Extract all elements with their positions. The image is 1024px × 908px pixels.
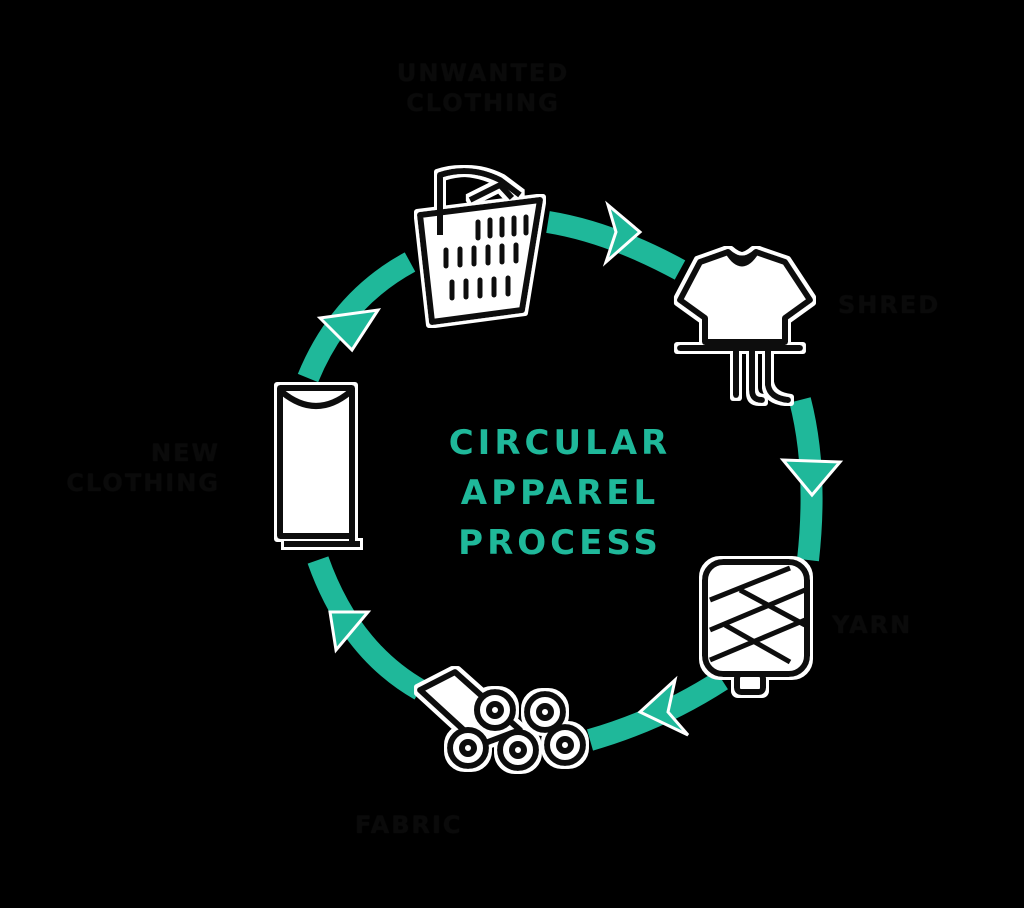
label-shred: SHRED	[838, 290, 940, 320]
arrowhead-3	[637, 675, 690, 737]
label-line: CLOTHING	[66, 469, 220, 497]
label-line: SHRED	[838, 291, 941, 319]
arrowhead-2	[779, 458, 844, 498]
arrow-unwanted-to-shred	[546, 211, 686, 280]
folded-tshirt-icon	[277, 385, 360, 547]
title-line-2: APPAREL	[460, 473, 660, 513]
arrowhead-5	[316, 308, 382, 353]
label-unwanted-clothing: UNWANTED CLOTHING	[388, 58, 578, 118]
label-line: UNWANTED	[396, 59, 570, 87]
yarn-skein-icon	[702, 559, 810, 695]
label-line: YARN	[832, 611, 913, 639]
arrowhead-1	[602, 200, 643, 267]
arrow-fabric-to-new	[307, 556, 426, 700]
title-line-3: PROCESS	[458, 523, 662, 563]
label-yarn: YARN	[832, 610, 912, 640]
arrowhead-4	[328, 610, 372, 654]
arrow-new-to-unwanted	[297, 252, 416, 383]
label-line: NEW	[151, 439, 220, 467]
label-line: FABRIC	[355, 811, 463, 839]
label-line: CLOTHING	[406, 89, 560, 117]
arrow-heads	[316, 200, 844, 737]
label-fabric: FABRIC	[355, 810, 463, 840]
label-new-clothing: NEW CLOTHING	[60, 438, 220, 498]
fabric-rolls-icon	[417, 669, 586, 771]
center-title: CIRCULAR APPAREL PROCESS	[430, 418, 690, 568]
laundry-basket-icon	[417, 168, 543, 325]
title-line-1: CIRCULAR	[448, 423, 672, 463]
shredded-shirt-icon	[677, 249, 813, 403]
